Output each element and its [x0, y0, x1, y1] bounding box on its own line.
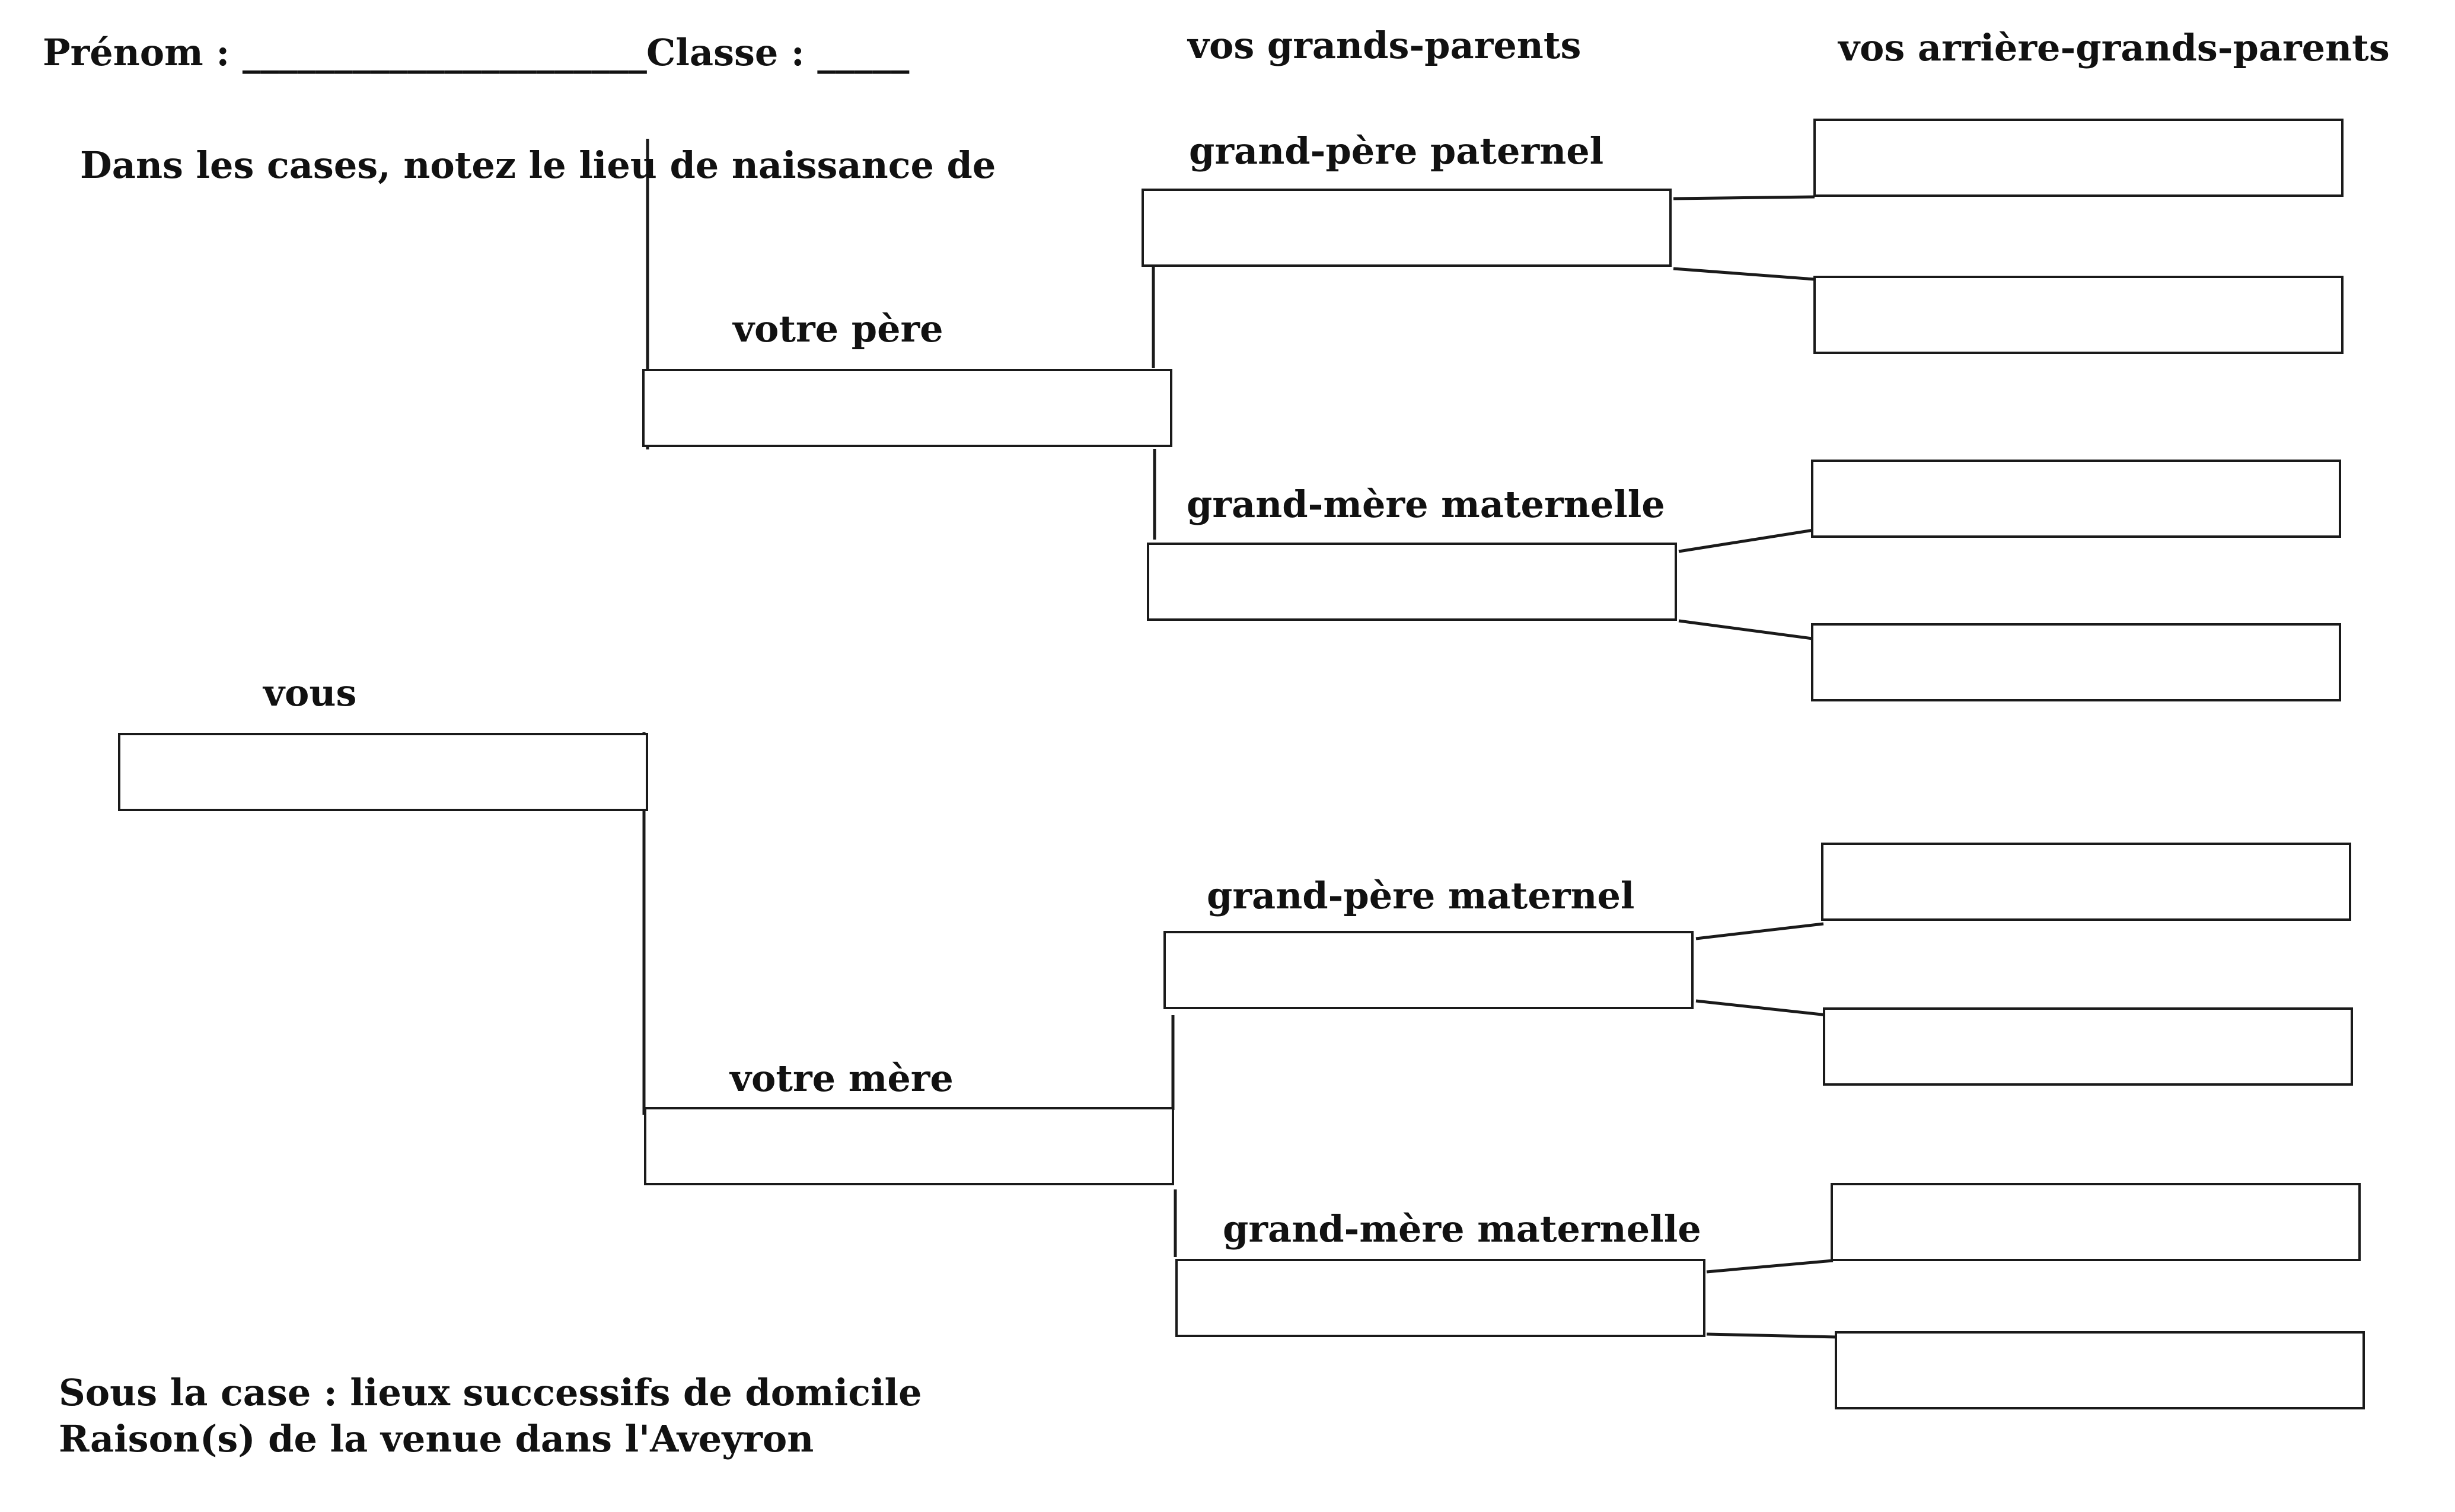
box-grand-mere-maternelle-1[interactable]	[1147, 543, 1677, 621]
connector-gpp-agp1	[1673, 195, 1815, 200]
prenom-field-label: Prénom : ______________________	[43, 31, 647, 74]
box-arriere-grand-parent-4[interactable]	[1811, 623, 2341, 701]
label-vous: vous	[263, 671, 357, 714]
label-pere: votre père	[733, 307, 943, 350]
box-arriere-grand-parent-6[interactable]	[1823, 1007, 2353, 1086]
footer-line-raison: Raison(s) de la venue dans l'Aveyron	[59, 1417, 814, 1460]
box-grand-pere-paternel[interactable]	[1142, 189, 1672, 267]
box-arriere-grand-parent-1[interactable]	[1813, 119, 2344, 197]
box-arriere-grand-parent-5[interactable]	[1821, 843, 2351, 921]
box-vous[interactable]	[118, 733, 648, 811]
column-heading-greatgrandparents: vos arrière-grands-parents	[1838, 26, 2390, 69]
box-grand-mere-maternelle-2[interactable]	[1175, 1259, 1705, 1337]
classe-field-label: Classe : _____	[646, 31, 910, 74]
instruction-text: Dans les cases, notez le lieu de naissan…	[80, 143, 996, 187]
connector-gpp-agp2	[1673, 267, 1815, 281]
footer-line-domicile: Sous la case : lieux successifs de domic…	[59, 1371, 922, 1414]
box-grand-pere-maternel[interactable]	[1163, 931, 1694, 1009]
box-arriere-grand-parent-2[interactable]	[1813, 276, 2344, 354]
connector-gm1-agp3	[1678, 528, 1814, 553]
connector-gm2-agp7	[1706, 1259, 1834, 1274]
box-mere[interactable]	[644, 1107, 1174, 1185]
box-arriere-grand-parent-3[interactable]	[1811, 460, 2341, 538]
label-mere: votre mère	[730, 1057, 954, 1100]
connector-gm2-agp8	[1706, 1332, 1838, 1339]
box-arriere-grand-parent-8[interactable]	[1835, 1331, 2365, 1409]
box-pere[interactable]	[642, 369, 1172, 447]
connector-gm1-agp4	[1678, 619, 1818, 641]
column-heading-grandparents: vos grands-parents	[1188, 24, 1582, 67]
label-grand-pere-paternel: grand-père paternel	[1189, 129, 1604, 173]
connector-gpm-agp6	[1695, 999, 1828, 1017]
label-grand-pere-maternel: grand-père maternel	[1207, 874, 1635, 917]
label-grand-mere-maternelle-2: grand-mère maternelle	[1223, 1207, 1701, 1251]
box-arriere-grand-parent-7[interactable]	[1831, 1183, 2361, 1261]
label-grand-mere-maternelle-1: grand-mère maternelle	[1187, 483, 1665, 526]
connector-gpm-agp5	[1695, 922, 1824, 940]
